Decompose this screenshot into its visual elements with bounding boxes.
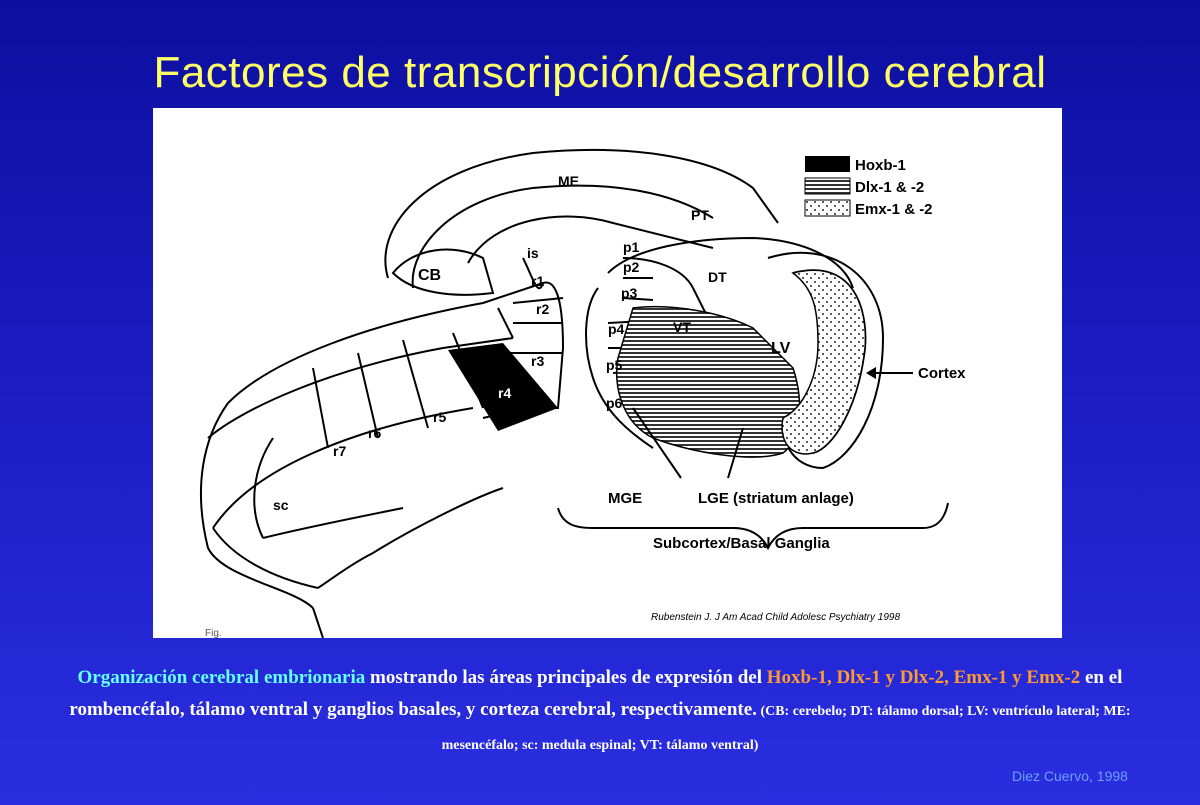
legend-swatch-emx xyxy=(805,200,850,216)
label-pt: PT xyxy=(691,207,709,223)
label-is: is xyxy=(527,245,539,261)
label-r3: r3 xyxy=(531,353,544,369)
caption-text-1: mostrando las áreas principales de expre… xyxy=(365,667,766,688)
figure-citation: Rubenstein J. J Am Acad Child Adolesc Ps… xyxy=(651,612,900,623)
label-p4: p4 xyxy=(608,321,625,337)
slide-caption: Organización cerebral embrionaria mostra… xyxy=(60,662,1140,762)
brain-diagram-figure: Hoxb-1 Dlx-1 & -2 Emx-1 & -2 xyxy=(153,108,1062,638)
emx-cortex-region xyxy=(782,270,865,454)
subcortex-label: Subcortex/Basal Ganglia xyxy=(653,535,830,552)
caption-highlight-title: Organización cerebral embrionaria xyxy=(78,667,366,688)
legend: Hoxb-1 Dlx-1 & -2 Emx-1 & -2 xyxy=(805,156,933,218)
slide-title: Factores de transcripción/desarrollo cer… xyxy=(0,48,1200,98)
label-lv: LV xyxy=(771,340,791,357)
mge-label: MGE xyxy=(608,490,642,507)
legend-label-emx: Emx-1 & -2 xyxy=(855,201,933,218)
label-p5: p5 xyxy=(606,357,623,373)
label-r7: r7 xyxy=(333,443,346,459)
label-r4: r4 xyxy=(498,385,511,401)
lge-label: LGE (striatum anlage) xyxy=(698,490,854,507)
label-p1: p1 xyxy=(623,239,640,255)
label-sc: sc xyxy=(273,497,289,513)
label-p6: p6 xyxy=(606,395,623,411)
label-r1: r1 xyxy=(531,273,544,289)
label-vt: VT xyxy=(673,319,691,335)
label-dt: DT xyxy=(708,269,727,285)
label-r5: r5 xyxy=(433,409,446,425)
label-p2: p2 xyxy=(623,259,640,275)
legend-swatch-hoxb1 xyxy=(805,156,850,172)
label-me: ME xyxy=(558,173,579,189)
label-r2: r2 xyxy=(536,301,549,317)
legend-label-dlx: Dlx-1 & -2 xyxy=(855,179,924,196)
label-p3: p3 xyxy=(621,285,638,301)
label-r6: r6 xyxy=(368,425,381,441)
cortex-label: Cortex xyxy=(918,365,966,382)
legend-swatch-dlx xyxy=(805,178,850,194)
dlx-ventral-region xyxy=(617,307,800,457)
caption-highlight-genes: Hoxb-1, Dlx-1 y Dlx-2, Emx-1 y Emx-2 xyxy=(767,667,1080,688)
slide-credit: Diez Cuervo, 1998 xyxy=(1012,768,1128,784)
figure-caption-fragment: Fig. xyxy=(205,628,222,638)
cortex-arrowhead xyxy=(866,367,876,379)
label-cb: CB xyxy=(418,267,441,284)
brain-diagram-svg: Hoxb-1 Dlx-1 & -2 Emx-1 & -2 xyxy=(153,108,1062,638)
legend-label-hoxb1: Hoxb-1 xyxy=(855,157,906,174)
